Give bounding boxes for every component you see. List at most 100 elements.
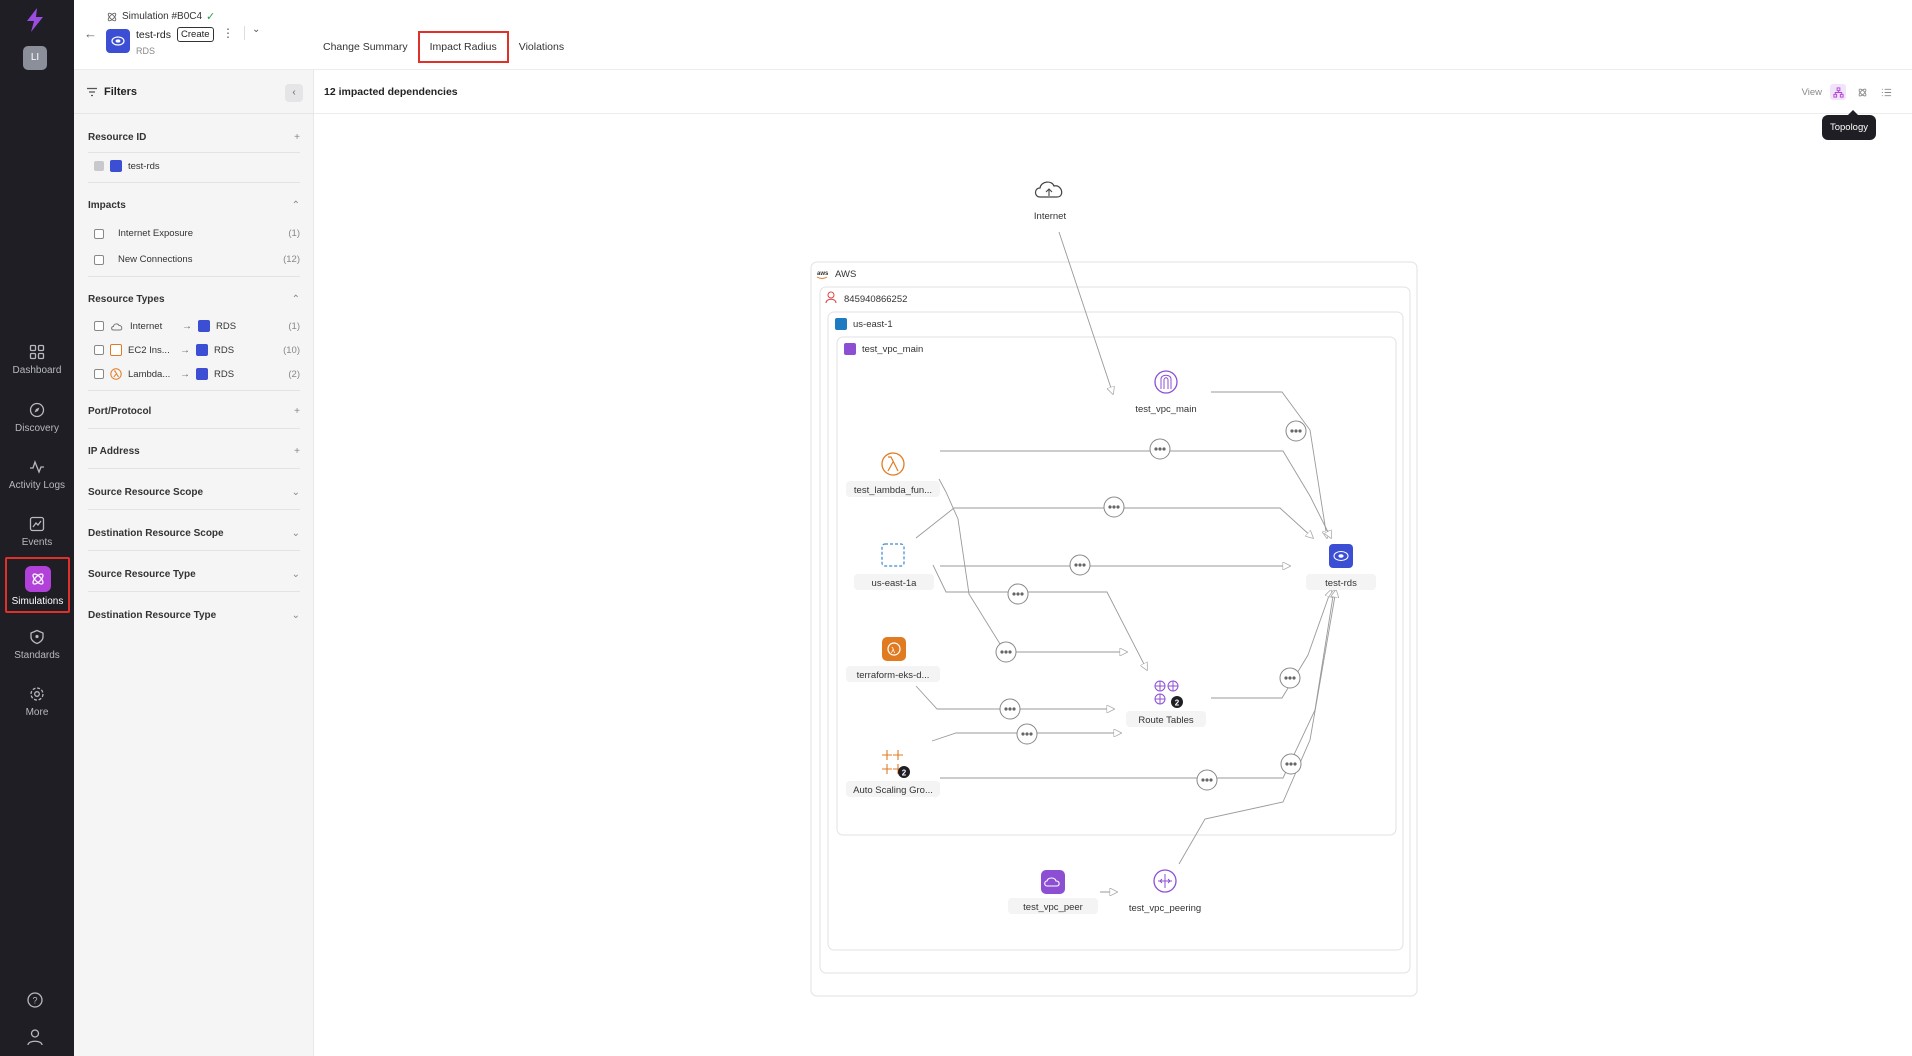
divider: [88, 276, 300, 277]
user-avatar[interactable]: LI: [23, 46, 47, 70]
brand-logo-icon[interactable]: [22, 6, 48, 34]
connection-dots-icon[interactable]: [1280, 753, 1302, 775]
resource-type-option[interactable]: EC2 Ins... → RDS (10): [94, 344, 300, 356]
connection-dots-icon[interactable]: [1007, 583, 1029, 605]
account-label: 845940866252: [844, 294, 907, 305]
node-eks[interactable]: λ terraform-eks-d...: [846, 637, 940, 682]
chevron-down-icon[interactable]: ⌄: [291, 610, 300, 621]
filter-source-type[interactable]: Source Resource Type⌄: [88, 569, 300, 580]
node-vpc-main[interactable]: test_vpc_main: [1135, 370, 1197, 415]
connection-dots-icon[interactable]: [999, 698, 1021, 720]
resource-id-option[interactable]: test-rds: [94, 160, 300, 172]
connection-dots-icon[interactable]: [1016, 723, 1038, 745]
edge: [940, 590, 1334, 779]
connection-dots-icon[interactable]: [1285, 420, 1307, 442]
nav-discovery[interactable]: Discovery: [0, 398, 74, 450]
nav-more[interactable]: More: [0, 682, 74, 734]
filter-ip-address[interactable]: IP Address+: [88, 446, 300, 457]
filter-source-scope[interactable]: Source Resource Scope⌄: [88, 487, 300, 498]
more-options-icon[interactable]: ⋮: [222, 26, 234, 40]
chevron-down-icon[interactable]: ⌄: [252, 24, 261, 35]
node-lambda[interactable]: test_lambda_fun...: [846, 452, 940, 497]
edge: [1058, 231, 1113, 394]
checkbox[interactable]: [94, 161, 104, 171]
section-title: Port/Protocol: [88, 406, 152, 417]
main-toolbar: 12 impacted dependencies: [314, 70, 1912, 114]
cloud-label: AWS: [835, 269, 856, 280]
add-icon[interactable]: +: [294, 132, 300, 143]
resource-type-option[interactable]: Lambda... → RDS (2): [94, 368, 300, 380]
simulation-view-button[interactable]: [1854, 84, 1870, 100]
tab-bar: Change Summary Impact Radius Violations: [317, 31, 574, 63]
target-type-label: RDS: [214, 344, 235, 356]
nav-dashboard[interactable]: Dashboard: [0, 340, 74, 392]
edge: [1178, 590, 1336, 865]
checkbox[interactable]: [94, 254, 104, 265]
node-label: terraform-eks-d...: [857, 670, 930, 681]
connection-dots-icon[interactable]: [1196, 769, 1218, 791]
node-route-tables[interactable]: 2 Route Tables: [1126, 680, 1206, 727]
checkbox[interactable]: [94, 369, 104, 379]
lambda-icon: [110, 368, 122, 380]
filter-resource-types[interactable]: Resource Types⌃: [88, 294, 300, 305]
chevron-up-icon[interactable]: ⌃: [291, 200, 300, 211]
chevron-down-icon[interactable]: ⌄: [291, 569, 300, 580]
node-test-rds[interactable]: test-rds: [1306, 544, 1376, 590]
resource-type-option[interactable]: Internet → RDS (1): [94, 320, 300, 332]
tab-violations[interactable]: Violations: [518, 41, 565, 53]
add-icon[interactable]: +: [294, 406, 300, 417]
account-icon: [825, 291, 837, 304]
checkbox[interactable]: [94, 228, 104, 239]
option-label: test-rds: [128, 160, 160, 172]
chevron-up-icon[interactable]: ⌃: [291, 294, 300, 305]
compass-icon: [29, 402, 45, 418]
node-vpc-peering[interactable]: test_vpc_peering: [1129, 869, 1201, 914]
filter-icon: [87, 87, 97, 96]
filter-destination-scope[interactable]: Destination Resource Scope⌄: [88, 528, 300, 539]
edge: [938, 478, 1127, 652]
connection-dots-icon[interactable]: [1103, 496, 1125, 518]
node-label: test_vpc_peer: [1023, 902, 1083, 913]
chevron-down-icon[interactable]: ⌄: [291, 487, 300, 498]
node-auto-scaling-group[interactable]: 2 Auto Scaling Gro...: [846, 750, 940, 797]
user-profile-icon[interactable]: [24, 1026, 46, 1048]
section-title: Destination Resource Type: [88, 610, 217, 621]
node-availability-zone[interactable]: us-east-1a: [854, 543, 934, 590]
nav-activity-logs[interactable]: Activity Logs: [0, 455, 74, 507]
checkbox[interactable]: [94, 345, 104, 355]
nav-events[interactable]: Events: [0, 512, 74, 564]
connection-dots-icon[interactable]: [1149, 438, 1171, 460]
list-view-button[interactable]: [1878, 84, 1894, 100]
checkbox[interactable]: [94, 321, 104, 331]
nav-label: Dashboard: [12, 365, 62, 376]
impact-option[interactable]: New Connections (12): [94, 254, 300, 265]
option-label: Internet Exposure: [118, 228, 193, 239]
vpc-icon: [1041, 870, 1065, 894]
back-arrow-icon[interactable]: ←: [84, 26, 97, 41]
action-badge: Create: [177, 27, 214, 42]
collapse-panel-button[interactable]: ‹: [285, 84, 303, 102]
nav-simulations[interactable]: Simulations: [5, 557, 70, 613]
filter-impacts[interactable]: Impacts⌃: [88, 200, 300, 211]
filter-port-protocol[interactable]: Port/Protocol +: [88, 406, 300, 417]
node-internet[interactable]: Internet: [1034, 181, 1067, 222]
chevron-down-icon[interactable]: ⌄: [291, 528, 300, 539]
option-count: (10): [283, 344, 300, 356]
connection-dots-icon[interactable]: [1069, 554, 1091, 576]
filter-destination-type[interactable]: Destination Resource Type ⌄: [88, 610, 300, 621]
connection-dots-icon[interactable]: [1279, 667, 1301, 689]
nav-label: More: [25, 707, 49, 718]
connection-dots-icon[interactable]: [995, 641, 1017, 663]
edge: [1211, 391, 1327, 538]
impact-option[interactable]: Internet Exposure (1): [94, 228, 300, 239]
tab-change-summary[interactable]: Change Summary: [323, 41, 408, 53]
nav-standards[interactable]: Standards: [0, 625, 74, 677]
filter-resource-id[interactable]: Resource ID+: [88, 132, 300, 143]
add-icon[interactable]: +: [294, 446, 300, 457]
help-icon[interactable]: ?: [24, 989, 46, 1011]
tab-impact-radius[interactable]: Impact Radius: [417, 31, 509, 63]
nav-label: Activity Logs: [8, 480, 66, 491]
topology-view-button[interactable]: [1830, 84, 1846, 100]
node-vpc-peer[interactable]: test_vpc_peer: [1008, 870, 1098, 914]
